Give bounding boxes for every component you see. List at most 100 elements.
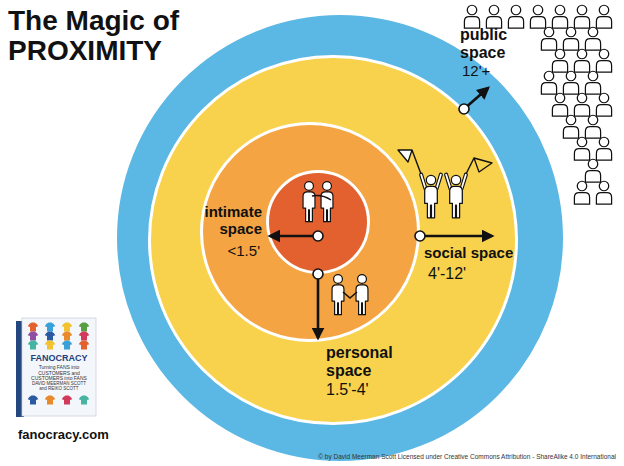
crowd-person <box>563 71 578 94</box>
book-shirt <box>62 332 73 341</box>
person-head <box>566 27 576 37</box>
person-body <box>574 105 589 116</box>
book-shirt <box>79 323 90 332</box>
crowd-person <box>563 27 578 50</box>
text-slot: 4'-12' <box>428 265 466 283</box>
crowd-person <box>552 49 567 72</box>
zone-distance: 12'+ <box>462 63 490 80</box>
person-head <box>566 115 576 125</box>
crowd-person <box>596 49 611 72</box>
crowd-person <box>486 5 501 28</box>
person-head <box>599 49 609 59</box>
person-body <box>552 105 567 116</box>
zone-name: personal space <box>326 344 406 380</box>
person-head <box>358 275 367 284</box>
crowd-person <box>585 71 600 94</box>
book-shirt <box>62 323 73 332</box>
person-head <box>451 175 460 184</box>
person-head <box>555 5 565 15</box>
crowd-person <box>574 181 589 204</box>
hug-arm <box>312 196 331 201</box>
person-body <box>563 83 578 94</box>
text-slot: public space <box>460 26 522 62</box>
label-slot: FANOCRACY <box>22 353 96 363</box>
book-subtitle: Turning FANS into CUSTOMERS and CUSTOMER… <box>28 365 90 382</box>
crowd-person <box>596 181 611 204</box>
person-head <box>555 49 565 59</box>
crowd-person <box>530 5 545 28</box>
person-head <box>323 182 332 191</box>
person-body <box>585 39 600 50</box>
person-head <box>577 49 587 59</box>
crowd-person <box>574 93 589 116</box>
book-shirt <box>45 323 56 332</box>
person-head <box>588 71 598 81</box>
person-body <box>563 127 578 138</box>
text-slot: social space <box>424 245 513 262</box>
person-head <box>577 181 587 191</box>
crowd-person <box>585 27 600 50</box>
crowd-person <box>596 5 611 28</box>
person-body <box>596 61 611 72</box>
crowd-person <box>574 5 589 28</box>
book-shirt <box>45 396 56 405</box>
text-slot: personal space <box>326 344 406 380</box>
proximity-zone: intimate space<1.5' <box>266 170 370 274</box>
crowd-person <box>563 115 578 138</box>
zone-circle <box>150 57 517 424</box>
person-body <box>596 149 611 160</box>
zone-marker-dot <box>415 231 425 241</box>
crowd-person <box>596 93 611 116</box>
person-head <box>555 93 565 103</box>
person-head <box>544 27 554 37</box>
text-slot: <1.5' <box>228 243 260 260</box>
zone-name: social space <box>424 245 513 262</box>
proximity-zone: personal space1.5'-4'intimate space<1.5' <box>200 122 420 342</box>
book-shirt <box>62 396 73 405</box>
person-body <box>596 105 611 116</box>
diagram-title: The Magic of PROXIMITY <box>8 6 208 66</box>
person-head <box>334 275 343 284</box>
book-shirt <box>45 332 56 341</box>
person-body <box>596 193 611 204</box>
person-head <box>599 181 609 191</box>
distance-arrow <box>270 235 318 238</box>
person-head <box>544 71 554 81</box>
zone-distance: <1.5' <box>228 243 260 260</box>
zone-name: intimate space <box>192 204 262 238</box>
person-body <box>508 17 523 28</box>
person-body <box>541 39 556 50</box>
crowd-person <box>541 27 556 50</box>
book-shirt <box>28 396 39 405</box>
person-head <box>599 5 609 15</box>
book-shirt <box>28 332 39 341</box>
person-head <box>305 182 314 191</box>
person-body <box>585 171 600 182</box>
book-shirt <box>79 396 90 405</box>
person-body <box>585 127 600 138</box>
person-body <box>530 17 545 28</box>
distance-arrow <box>420 235 492 238</box>
zone-distance: 4'-12' <box>428 265 466 283</box>
crowd-person <box>596 137 611 160</box>
label-slot: © by David Meerman Scott Licensed under … <box>318 453 616 460</box>
person-head <box>577 137 587 147</box>
person-body <box>563 39 578 50</box>
text-slot: intimate space <box>192 204 262 238</box>
zone-circle <box>268 172 369 273</box>
person-head <box>588 115 598 125</box>
book-authors: DAVID MEERMAN SCOTT and REIKO SCOTT <box>28 381 90 391</box>
person-body <box>585 83 600 94</box>
person-body <box>574 149 589 160</box>
label-slot: DAVID MEERMAN SCOTT and REIKO SCOTT <box>28 381 90 391</box>
person-body <box>552 17 567 28</box>
book-shirt <box>28 341 39 350</box>
copyright-note: © by David Meerman Scott Licensed under … <box>318 453 616 460</box>
distance-arrow <box>317 274 320 338</box>
person-head <box>533 5 543 15</box>
person-head <box>599 137 609 147</box>
book-title: FANOCRACY <box>22 353 96 363</box>
person-body <box>574 17 589 28</box>
crowd-person <box>552 93 567 116</box>
